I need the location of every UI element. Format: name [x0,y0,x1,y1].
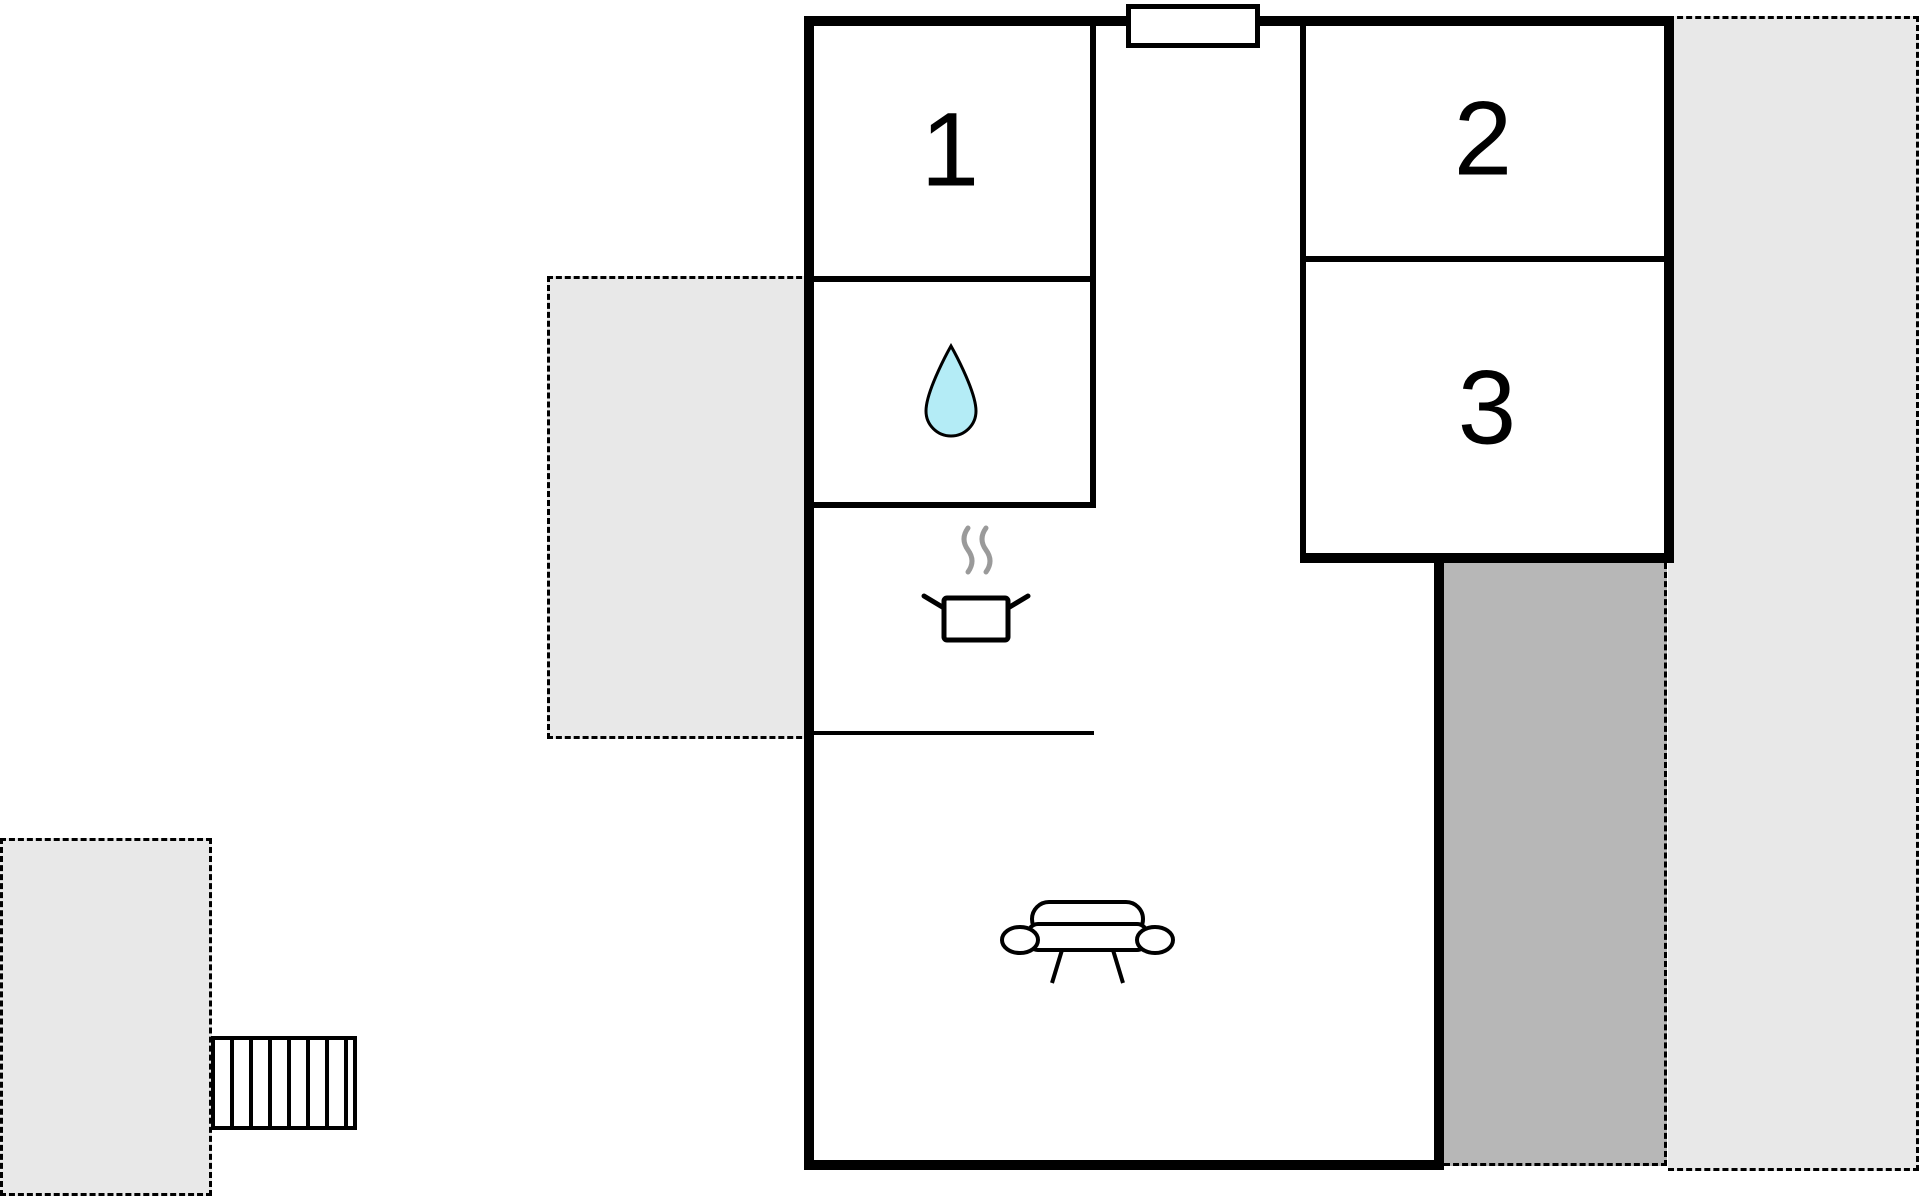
water-drop-icon [918,342,984,446]
stairs [211,1036,357,1130]
room-3-label: 3 [1457,349,1517,467]
sofa-icon [1000,888,1175,1008]
entrance-door [1126,4,1260,48]
room-1-label: 1 [920,91,980,209]
wall-room3-bottom [1300,553,1674,563]
kitchen-counter-line [810,731,1094,735]
wall-rooms23-left [1300,16,1306,553]
wall-outer-bottom [804,1160,1444,1170]
wall-bathroom-bottom [810,502,1096,508]
wall-room1-right [1090,16,1096,508]
terrace-area-left [547,276,811,739]
wall-outer-left [804,16,814,1170]
wall-outer-right [1664,16,1674,563]
terrace-area-right [1668,16,1919,1171]
wall-terrace-left [1434,553,1444,1170]
wall-room2-room3-divider [1302,256,1670,262]
cooking-pot-icon [916,520,1036,675]
covered-terrace-area [1444,563,1667,1166]
room-2-label: 2 [1453,80,1513,198]
terrace-area-bottom-left [0,838,212,1196]
wall-room1-bathroom-divider [810,276,1096,282]
